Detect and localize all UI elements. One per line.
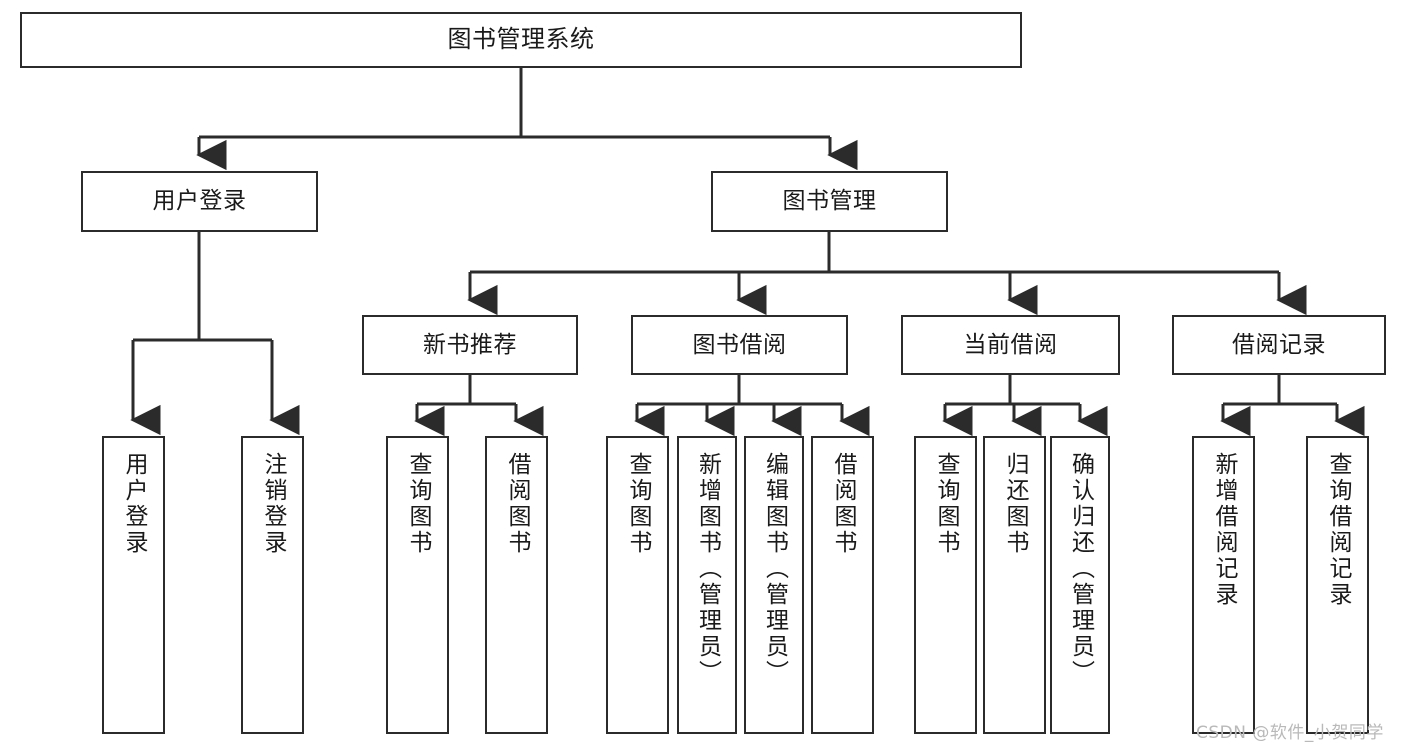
node-label: 查询图书 <box>405 452 431 556</box>
leaf-edit-book-admin[interactable]: 编辑图书（管理员） <box>744 436 804 734</box>
node-root-system[interactable]: 图书管理系统 <box>20 12 1022 68</box>
csdn-watermark: CSDN @软件_小贺同学 <box>1196 723 1384 743</box>
node-label: 新增借阅记录 <box>1211 452 1237 608</box>
node-label: 图书管理 <box>782 188 877 215</box>
node-label: 借阅图书 <box>830 452 856 556</box>
node-label: 归还图书 <box>1002 452 1028 556</box>
node-label: 用户登录 <box>152 188 247 215</box>
leaf-add-borrow-record[interactable]: 新增借阅记录 <box>1192 436 1255 734</box>
node-label: 新书推荐 <box>423 331 517 358</box>
node-label: 查询图书 <box>933 452 959 556</box>
leaf-query-borrow-record[interactable]: 查询借阅记录 <box>1306 436 1369 734</box>
node-label: 编辑图书（管理员） <box>761 452 788 686</box>
node-label: 查询图书 <box>625 452 651 556</box>
node-borrow-records[interactable]: 借阅记录 <box>1172 315 1386 375</box>
leaf-user-login[interactable]: 用户登录 <box>102 436 165 734</box>
leaf-query-book-current[interactable]: 查询图书 <box>914 436 977 734</box>
leaf-query-book-recommend[interactable]: 查询图书 <box>386 436 449 734</box>
node-label: 用户登录 <box>121 452 147 556</box>
leaf-add-book-admin[interactable]: 新增图书（管理员） <box>677 436 737 734</box>
leaf-query-book-borrow[interactable]: 查询图书 <box>606 436 669 734</box>
leaf-borrow-book-recommend[interactable]: 借阅图书 <box>485 436 548 734</box>
leaf-borrow-book[interactable]: 借阅图书 <box>811 436 874 734</box>
node-book-borrow[interactable]: 图书借阅 <box>631 315 848 375</box>
node-label: 图书借阅 <box>692 331 787 358</box>
node-label: 借阅图书 <box>504 452 530 556</box>
node-new-book-recommend[interactable]: 新书推荐 <box>362 315 578 375</box>
node-label: 注销登录 <box>260 452 286 556</box>
leaf-return-book[interactable]: 归还图书 <box>983 436 1046 734</box>
node-label: 确认归还（管理员） <box>1067 452 1094 686</box>
node-label: 当前借阅 <box>963 331 1058 358</box>
node-book-management[interactable]: 图书管理 <box>711 171 948 232</box>
node-label: 图书管理系统 <box>447 25 595 54</box>
node-label: 新增图书（管理员） <box>694 452 721 686</box>
leaf-user-logout[interactable]: 注销登录 <box>241 436 304 734</box>
node-current-borrow[interactable]: 当前借阅 <box>901 315 1120 375</box>
leaf-confirm-return-admin[interactable]: 确认归还（管理员） <box>1050 436 1110 734</box>
node-label: 查询借阅记录 <box>1325 452 1351 608</box>
node-label: 借阅记录 <box>1232 331 1326 358</box>
node-user-login[interactable]: 用户登录 <box>81 171 318 232</box>
